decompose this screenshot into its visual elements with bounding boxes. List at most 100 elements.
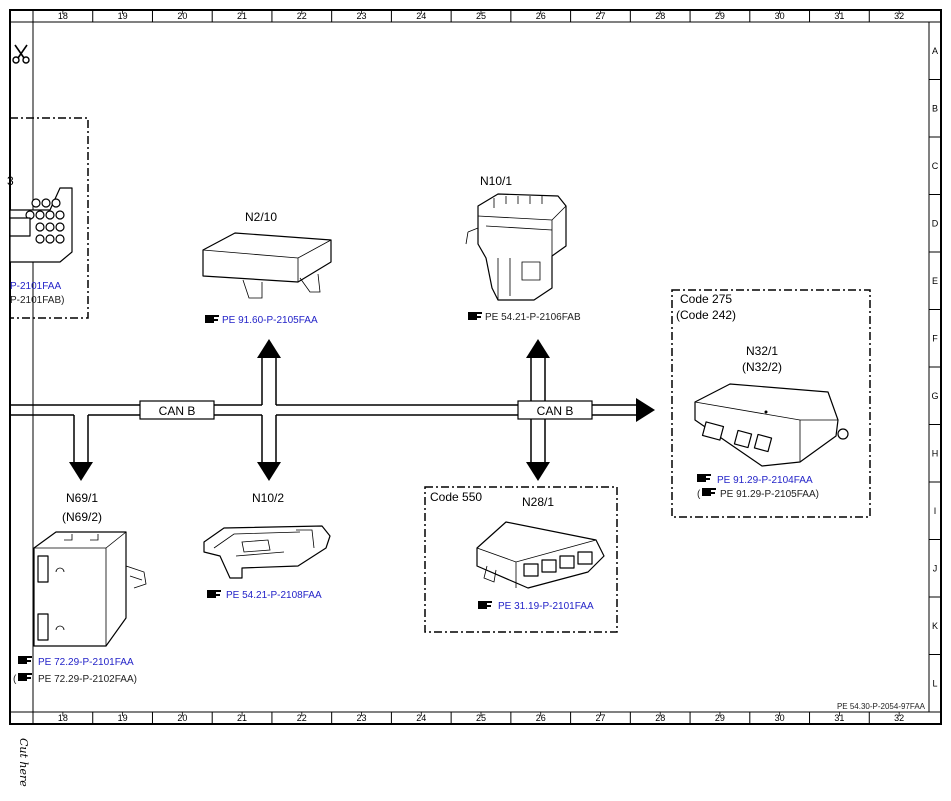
column-number: 30 — [775, 11, 785, 21]
column-number: 30 — [775, 713, 785, 723]
reference-pointer-icon — [207, 590, 221, 598]
row-letter: F — [932, 333, 938, 343]
code-275-label: Code 275 — [680, 292, 732, 306]
column-number: 25 — [476, 11, 486, 21]
bus-arrow-right — [636, 398, 655, 422]
reference-pointer-icon — [18, 673, 32, 681]
component-n10-2: N10/2 PE 54.21-P-2108FAA — [203, 491, 331, 601]
column-number: 32 — [894, 713, 904, 723]
column-number: 18 — [58, 713, 68, 723]
column-number: 20 — [177, 11, 187, 21]
column-number: 19 — [118, 11, 128, 21]
column-number: 19 — [118, 713, 128, 723]
n32-1-ref[interactable]: PE 91.29-P-2104FAA — [717, 475, 813, 486]
n69-1-ref[interactable]: PE 72.29-P-2101FAA — [38, 657, 134, 668]
component-n10-1: N10/1 PE 54.21-P-2106FAB — [465, 174, 581, 323]
can-b-label-1: CAN B — [159, 404, 196, 418]
arrow-to-n10-2 — [257, 462, 281, 481]
column-number: 21 — [237, 713, 247, 723]
can-b-label-box-1 — [139, 400, 215, 420]
code-550-box — [424, 486, 618, 633]
component-n32-1: Code 275 (Code 242) N32/1 (N32/2) PE 91.… — [671, 289, 871, 518]
n69-1-label: N69/1 — [66, 491, 98, 505]
arrow-to-n2-10 — [257, 339, 281, 358]
arrow-to-n10-1 — [526, 339, 550, 358]
row-letter: K — [932, 621, 938, 631]
n69-2-ref[interactable]: PE 72.29-P-2102FAA) — [38, 674, 137, 685]
column-number: 23 — [357, 11, 367, 21]
column-number: 20 — [177, 713, 187, 723]
left-partial-number: 3 — [7, 174, 14, 188]
column-number: 26 — [536, 713, 546, 723]
row-letter: C — [932, 161, 939, 171]
n28-1-label: N28/1 — [522, 495, 554, 509]
can-b-label-box-2 — [517, 400, 593, 420]
can-bus: CAN B CAN B — [10, 339, 655, 481]
n10-1-label: N10/1 — [480, 174, 512, 188]
n32-1-label: N32/1 — [746, 344, 778, 358]
column-number: 31 — [834, 713, 844, 723]
row-letter: J — [933, 563, 938, 573]
column-number: 28 — [655, 713, 665, 723]
row-letter: I — [934, 506, 937, 516]
column-number: 18 — [58, 11, 68, 21]
code-550-label: Code 550 — [430, 490, 482, 504]
n28-1-ref[interactable]: PE 31.19-P-2101FAA — [498, 601, 594, 612]
component-n2-10: N2/10 PE 91.60-P-2105FAA — [202, 210, 332, 326]
n32-2-label: (N32/2) — [742, 360, 782, 374]
n2-10-ref[interactable]: PE 91.60-P-2105FAA — [222, 315, 318, 326]
column-number: 24 — [416, 11, 426, 21]
column-number: 22 — [297, 713, 307, 723]
reference-pointer-icon — [18, 656, 32, 664]
component-n69-1: N69/1 (N69/2) PE 72.29-P-2101FAA ( PE 72… — [13, 491, 147, 685]
row-letter: G — [931, 391, 938, 401]
n10-2-label: N10/2 — [252, 491, 284, 505]
connector-pins — [25, 198, 65, 244]
reference-pointer-icon — [205, 315, 219, 323]
left-partial-component: 3 P-2101FAA P-2101FAB) — [7, 117, 89, 319]
row-letter: D — [932, 218, 939, 228]
column-number: 29 — [715, 11, 725, 21]
n10-2-ref[interactable]: PE 54.21-P-2108FAA — [226, 590, 322, 601]
code-242-label: (Code 242) — [676, 308, 736, 322]
scissors-icon — [12, 44, 30, 64]
n32-2-ref-paren: ( — [697, 489, 701, 500]
row-letter: B — [932, 103, 938, 113]
column-number: 24 — [416, 713, 426, 723]
reference-pointer-icon — [478, 601, 492, 609]
reference-pointer-icon — [697, 474, 711, 482]
reference-pointer-icon — [468, 312, 482, 320]
n32-2-ref[interactable]: PE 91.29-P-2105FAA) — [720, 489, 819, 500]
can-b-label-2: CAN B — [537, 404, 574, 418]
component-n28-1: Code 550 N28/1 PE 31.19-P-2101FAA — [424, 486, 618, 633]
column-number: 29 — [715, 713, 725, 723]
column-number: 28 — [655, 11, 665, 21]
column-number: 21 — [237, 11, 247, 21]
document-id: PE 54.30-P-2054-97FAA — [837, 702, 926, 711]
cut-here-text: Cut here — [17, 738, 30, 787]
arrow-to-n69 — [69, 462, 93, 481]
column-number: 22 — [297, 11, 307, 21]
arrow-to-n28-1 — [526, 462, 550, 481]
row-letter: E — [932, 276, 938, 286]
n69-2-label: (N69/2) — [62, 510, 102, 524]
row-letter: L — [932, 678, 937, 688]
column-number: 23 — [357, 713, 367, 723]
n10-1-ref[interactable]: PE 54.21-P-2106FAB — [485, 312, 581, 323]
column-number: 32 — [894, 11, 904, 21]
left-partial-ref-1[interactable]: P-2101FAA — [10, 281, 61, 292]
column-number: 26 — [536, 11, 546, 21]
code-275-box — [671, 289, 871, 518]
column-number: 27 — [595, 11, 605, 21]
column-number: 25 — [476, 713, 486, 723]
n2-10-label: N2/10 — [245, 210, 277, 224]
row-letter: A — [932, 46, 938, 56]
sheet-frame — [9, 9, 942, 725]
reference-pointer-icon — [702, 488, 716, 496]
left-partial-ref-2: P-2101FAB) — [10, 295, 64, 306]
n69-2-ref-paren: ( — [13, 674, 17, 685]
